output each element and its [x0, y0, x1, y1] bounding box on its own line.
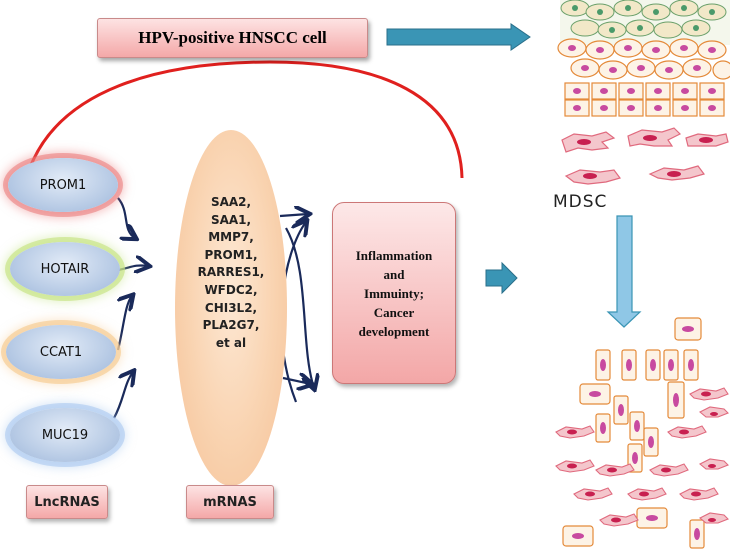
feedback-arc — [20, 60, 464, 199]
mdsc-label: MDSC — [553, 192, 608, 212]
arrow-mrna-to-outcome-down — [285, 227, 314, 388]
mrnas-label: mRNAS — [186, 485, 274, 519]
arrow-ccat1-to-mrna — [118, 296, 132, 351]
arrow-muc19-to-mrna — [113, 372, 133, 419]
mrna-item: RARRES1, — [197, 265, 265, 280]
arrow-mrna-to-outcome-short-top — [279, 214, 308, 216]
lncrna-node-ccat1: CCAT1 — [6, 325, 116, 379]
lncrnas-label: LncRNAS — [26, 485, 108, 519]
mrna-item: PLA2G7, — [202, 318, 260, 333]
block-arrow-right-top — [386, 23, 531, 51]
outcome-box: Inflammation and Immuinty; Cancer develo… — [332, 202, 456, 384]
lncrna-node-prom1: PROM1 — [8, 158, 118, 212]
mrna-oval — [175, 130, 287, 486]
outcome-line: Immuinty; — [364, 285, 424, 301]
mrna-item: MMP7, — [208, 230, 254, 245]
mrna-item: WFDC2, — [204, 282, 258, 297]
tumor-tissue-illustration — [557, 0, 730, 117]
outcome-line: development — [358, 323, 430, 339]
mrna-item: PROM1, — [204, 247, 258, 262]
arrow-hotair-to-mrna — [117, 265, 148, 270]
arrow-mrna-to-outcome-short-bottom — [282, 378, 311, 384]
block-arrow-down — [606, 215, 642, 328]
lncrna-node-hotair: HOTAIR — [10, 242, 120, 296]
mrna-item: SAA2, — [210, 195, 252, 209]
mrna-item: et al — [215, 335, 247, 350]
lncrna-node-muc19: MUC19 — [10, 408, 120, 462]
block-arrow-right-mid — [485, 261, 518, 295]
outcome-line: and — [383, 266, 405, 282]
outcome-line: Inflammation — [355, 247, 433, 263]
hpv-hnscc-cell-title: HPV-positive HNSCC cell — [97, 18, 368, 58]
arrow-prom1-to-mrna — [117, 197, 135, 238]
outcome-line: Cancer — [373, 304, 415, 320]
infiltrated-tissue-illustration — [555, 317, 729, 549]
mrna-item: SAA1, — [210, 212, 252, 227]
mrna-list: SAA2, SAA1, MMP7, PROM1, RARRES1, WFDC2,… — [175, 194, 287, 352]
mrna-item: CHI3L2, — [204, 300, 258, 315]
